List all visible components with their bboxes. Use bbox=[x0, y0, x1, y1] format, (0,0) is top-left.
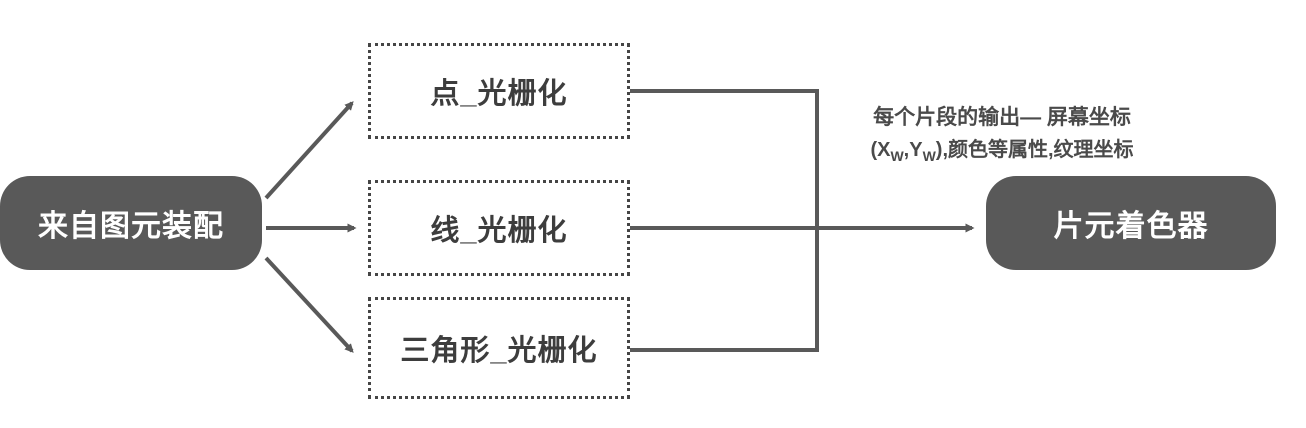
node-triangle-rasterization-label: 三角形_光栅化 bbox=[400, 335, 598, 367]
node-point-rasterization-label: 点_光栅化 bbox=[430, 78, 568, 110]
node-point-rasterization: 点_光栅化 bbox=[368, 43, 630, 139]
arrow-source-to-triangle-raster bbox=[264, 256, 354, 353]
node-line-rasterization: 线_光栅化 bbox=[368, 180, 630, 276]
annotation-line-1: 每个片段的输出— 屏幕坐标 bbox=[873, 106, 1131, 129]
node-primitive-assembly: 来自图元装配 bbox=[0, 176, 262, 270]
node-line-rasterization-label: 线_光栅化 bbox=[430, 215, 568, 247]
node-primitive-assembly-label: 来自图元装配 bbox=[38, 210, 224, 243]
node-fragment-shader: 片元着色器 bbox=[986, 176, 1276, 270]
node-fragment-shader-label: 片元着色器 bbox=[1053, 210, 1209, 243]
annotation-sub-w2: W bbox=[922, 147, 936, 164]
annotation-coord-rest: ),颜色等属性,纹理坐标 bbox=[935, 138, 1134, 161]
annotation-coord-mid: ,Y bbox=[903, 138, 923, 161]
node-triangle-rasterization: 三角形_光栅化 bbox=[368, 297, 630, 399]
arrow-source-to-point-raster bbox=[264, 101, 354, 200]
annotation-sub-w1: W bbox=[890, 147, 904, 164]
annotation-coord-open: (X bbox=[870, 138, 891, 161]
annotation-line-2: (XW,YW),颜色等属性,纹理坐标 bbox=[822, 135, 1182, 168]
fragment-output-annotation: 每个片段的输出— 屏幕坐标 (XW,YW),颜色等属性,纹理坐标 bbox=[822, 102, 1182, 167]
